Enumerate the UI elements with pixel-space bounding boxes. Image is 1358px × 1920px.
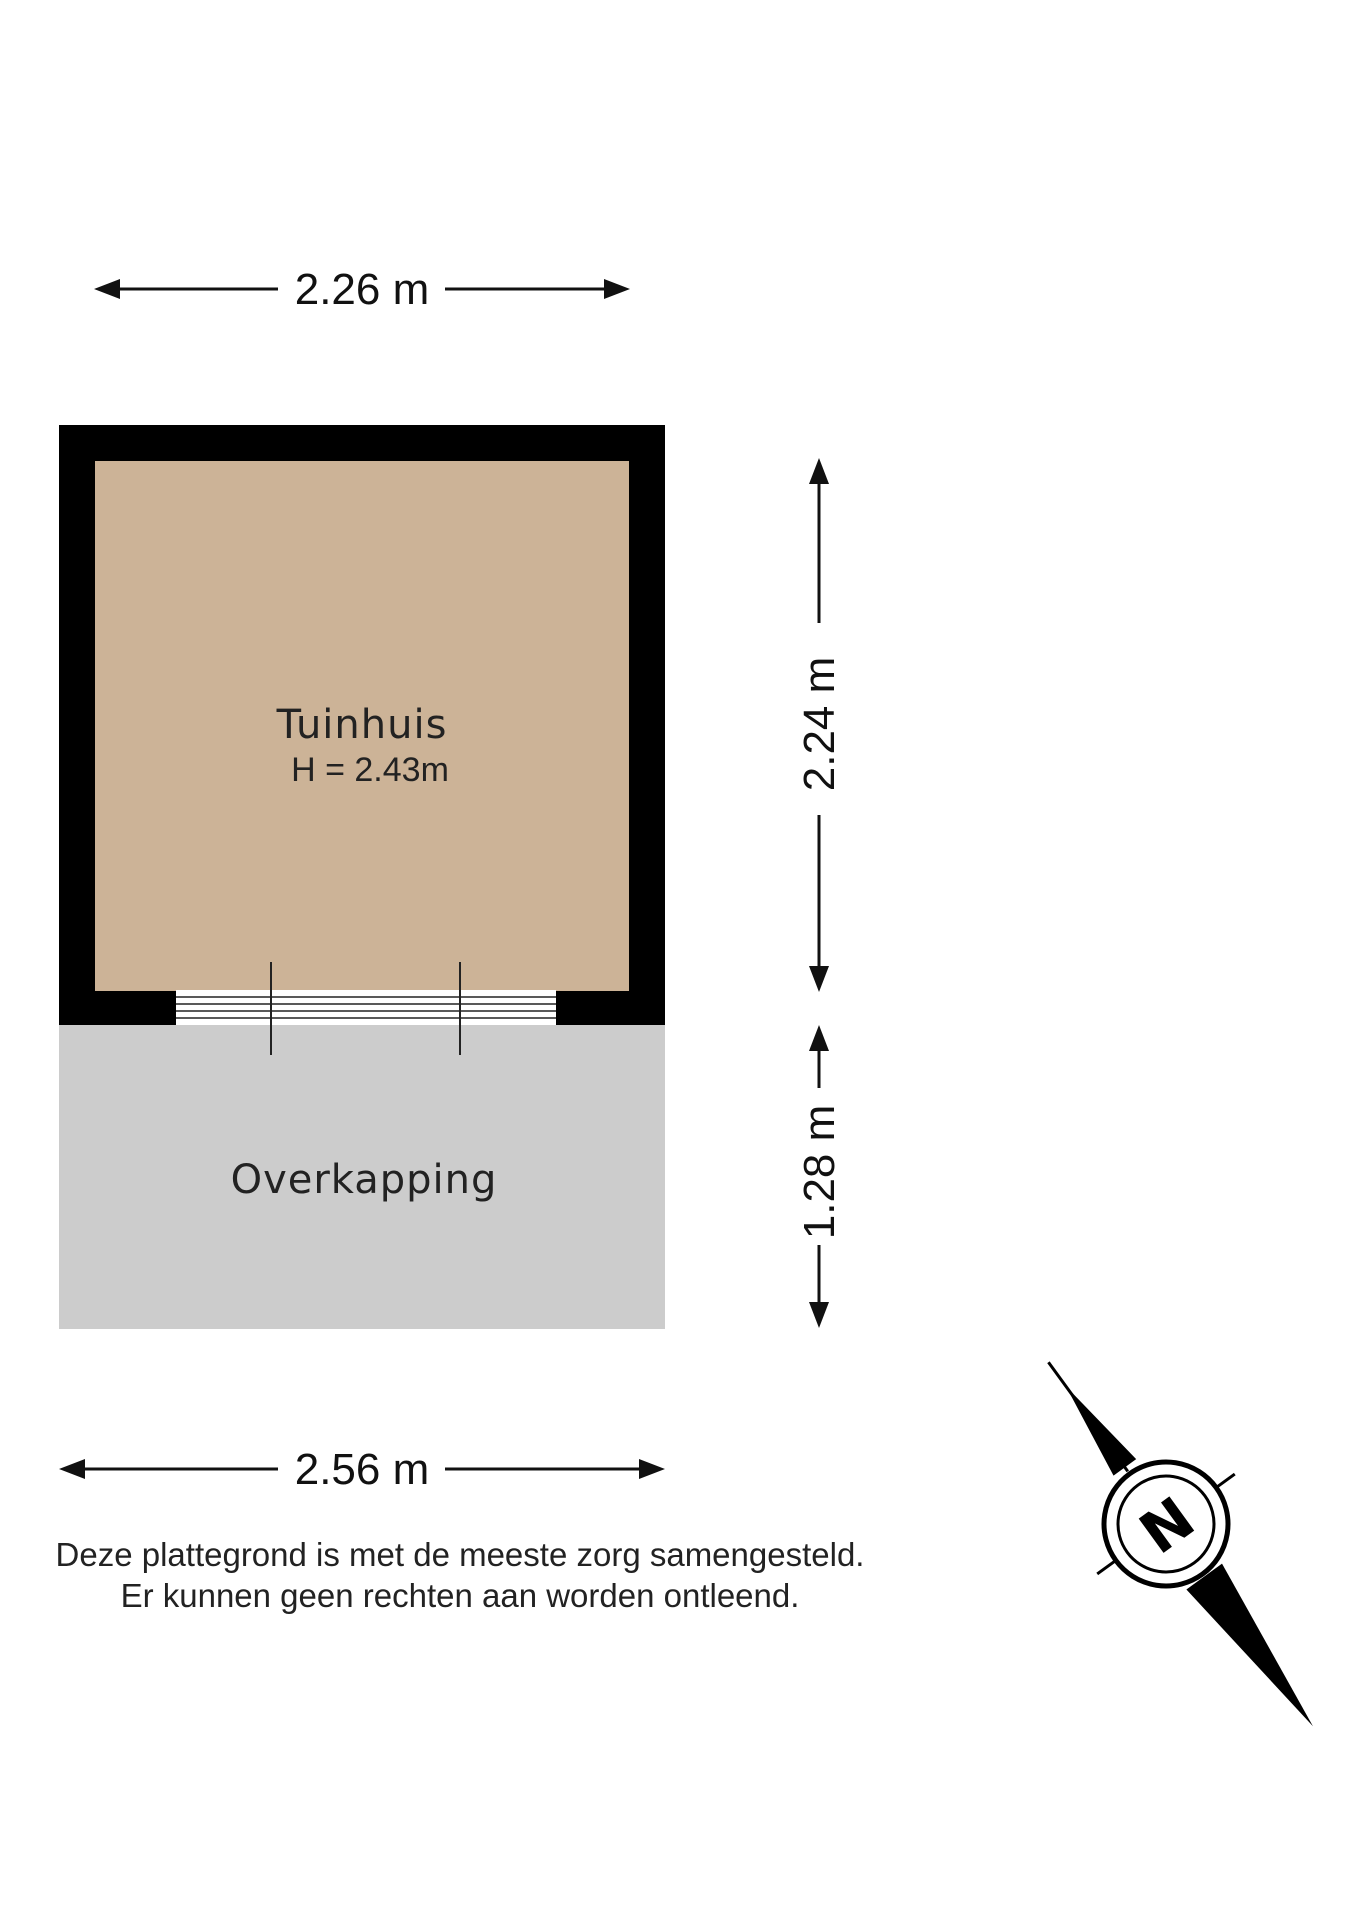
right-upper-dimension: 2.24 m — [795, 458, 844, 992]
tuinhuis-floor — [95, 461, 629, 991]
arrow-right-icon — [639, 1459, 665, 1479]
arrow-left-icon — [94, 279, 120, 299]
arrow-down-icon — [809, 1302, 829, 1328]
door-opening — [176, 962, 556, 1055]
disclaimer-line-2: Er kunnen geen rechten aan worden ontlee… — [121, 1577, 800, 1614]
disclaimer-line-1: Deze plattegrond is met de meeste zorg s… — [56, 1536, 865, 1573]
arrow-down-icon — [809, 966, 829, 992]
right-lower-height-label: 1.28 m — [795, 1105, 844, 1240]
north-compass-icon: N — [1047, 1361, 1313, 1727]
bottom-width-label: 2.56 m — [295, 1445, 430, 1494]
tuinhuis-height: H = 2.43m — [291, 751, 449, 789]
bottom-dimension: 2.56 m — [59, 1445, 665, 1494]
overkapping-name: Overkapping — [231, 1157, 498, 1203]
arrow-right-icon — [604, 279, 630, 299]
overkapping-floor — [59, 1024, 665, 1329]
right-upper-height-label: 2.24 m — [795, 657, 844, 792]
needle-south-icon — [1186, 1563, 1313, 1727]
door-sill — [176, 990, 556, 1025]
tuinhuis-name: Tuinhuis — [276, 702, 448, 748]
right-lower-dimension: 1.28 m — [795, 1025, 844, 1328]
top-width-label: 2.26 m — [295, 265, 430, 314]
arrow-up-icon — [809, 1025, 829, 1051]
arrow-left-icon — [59, 1459, 85, 1479]
compass-inner-ring — [1116, 1474, 1216, 1574]
arrow-up-icon — [809, 458, 829, 484]
top-dimension: 2.26 m — [94, 265, 630, 314]
